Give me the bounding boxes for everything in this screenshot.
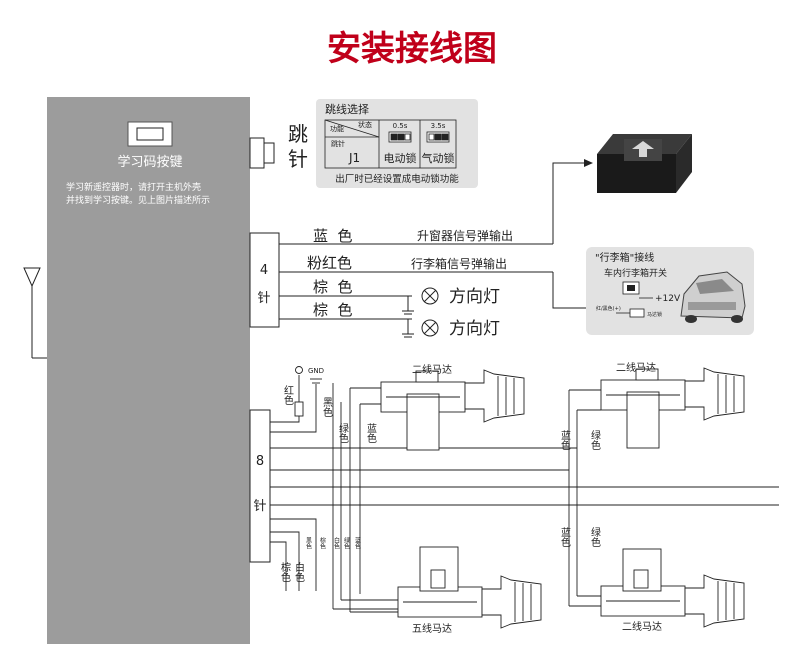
gnd-symbol-icon [310,378,322,384]
right-green-label-bot: 绿色 [589,526,601,547]
turn-lamp-label-1: 方向灯 [449,287,500,307]
trunk-voltage: +12V [655,294,681,304]
jumper-opt1-time: 0.5s [393,122,408,130]
turn-lamp-label-2: 方向灯 [449,319,500,339]
motor-5wire [397,546,542,629]
wire8-small-blue: 蓝色 [354,536,361,549]
wire-func-window: 升窗器信号弹输出 [417,228,513,243]
jumper-side-char1: 跳 [288,122,308,146]
wire8-black-label: 黑色 [321,397,333,417]
right-blue-label-bot: 蓝色 [559,527,571,547]
motor-2wire-top-left [380,369,525,451]
jumper-side-char2: 针 [288,147,308,171]
wire-lines-4pin [279,162,616,334]
jumper-opt2-pins [426,131,450,143]
jumper-opt2-time: 3.5s [431,122,446,130]
right-blue-label-top: 蓝色 [559,430,571,450]
car-rear-icon [680,271,746,323]
connector-4pin-char: 针 [257,291,270,306]
motor-2wire-bottom-right-label: 二线马达 [622,620,662,633]
wire-color-blue: 蓝 色 [313,227,353,245]
wire8-white-label: 白色 [293,561,305,582]
jumper-table [324,119,457,169]
wire8-green-label: 绿色 [337,422,349,443]
learn-button [136,127,164,141]
jumper-hdr-function: 功能 [330,124,344,133]
wire8-brown-label: 棕色 [279,561,291,582]
jumper-factory-note: 出厂时已经设置成电动锁功能 [335,173,459,185]
wire-color-brown-1: 棕 色 [313,278,353,296]
trunk-switch-icon [622,281,653,299]
wire8-blue-label: 蓝色 [365,423,377,443]
trunk-wire-label: 红/黑色(+) [596,305,621,312]
trunk-switch-label: 车内行李箱开关 [604,267,667,279]
motor-2wire-top-right-label: 二线马达 [616,361,656,374]
wire8-small-black: 黑色 [305,537,312,549]
window-module-icon [597,134,692,193]
wire-color-pink: 粉红色 [307,254,352,272]
jumper-opt1-pins [388,131,412,143]
ground-symbol-icon [402,310,414,338]
wire8-small-white: 白色 [333,536,340,549]
connector-8pin-num: 8 [256,454,264,469]
connector-8pin-char: 针 [253,499,266,514]
wire-color-brown-2: 棕 色 [313,301,353,319]
wire-func-trunk: 行李箱信号弹输出 [411,256,507,271]
connector-8pin [249,409,271,563]
diagram-title: 安装接线图 [327,29,497,69]
connector-4pin [249,232,280,328]
trunk-motor-label: 马达锁 [647,311,662,318]
motor-2wire-bottom-right [600,548,745,628]
trunk-motor-lock-icon [616,308,645,318]
main-unit-box [47,97,250,644]
turn-lamp-icon-1 [421,287,439,305]
connector-4pin-num: 4 [260,263,268,278]
jumper-hdr-state: 状态 [358,120,372,129]
learn-note-line2: 并找到学习按键。见上图片描述所示 [66,194,210,206]
trunk-panel-title: "行李箱"接线 [595,251,654,264]
learn-button-label: 学习码按键 [117,154,182,170]
wire8-small-green: 绿色 [343,536,350,549]
motor-2wire-top-left-label: 二线马达 [412,363,452,376]
jumper-hdr-jumper: 跳针 [331,139,345,148]
motor-5wire-label: 五线马达 [412,622,452,635]
fuse-icon [294,366,304,417]
gnd-label: GND [308,367,324,375]
jumper-panel-title: 跳线选择 [325,102,369,116]
wire8-small-brown: 棕色 [319,536,326,549]
jumper-pin-icon [249,137,275,169]
right-green-label-top: 绿色 [589,429,601,450]
wire8-red-label: 红色 [282,384,294,405]
antenna-icon [23,267,47,359]
arrow-to-window-icon [584,159,593,167]
jumper-opt1-label: 电动锁 [384,151,417,165]
motor-2wire-top-right [600,367,745,449]
learn-note-line1: 学习新遥控器时，请打开主机外壳 [66,181,201,193]
jumper-opt2-label: 气动锁 [422,151,455,165]
jumper-panel [316,99,478,188]
wire-lines-8pin [270,375,779,613]
turn-lamp-icon-2 [421,319,439,337]
jumper-j1-label: J1 [348,151,360,165]
